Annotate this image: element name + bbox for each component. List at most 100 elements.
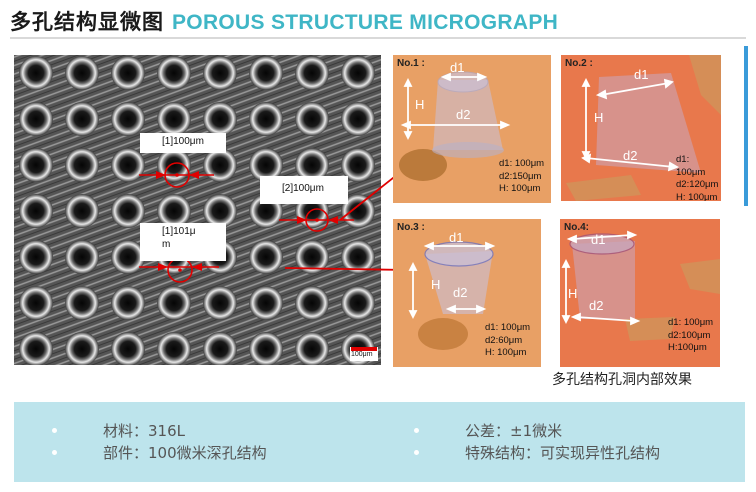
- scalebar-line: [351, 347, 377, 351]
- panel-4-spec-d2: d2:100μm: [668, 329, 711, 341]
- panel-3-d1: d1: [449, 230, 464, 245]
- pore: [19, 240, 53, 274]
- panel-1-specs: d1: 100μm d2:150μm H: 100μm: [499, 158, 544, 196]
- panel-4-specs: d1: 100μm d2:100μm H:100μm: [668, 317, 713, 355]
- spec-part: 部件：100微米深孔结构: [52, 442, 267, 463]
- panels-caption: 多孔结构孔洞内部效果: [552, 372, 692, 388]
- pore: [203, 148, 237, 182]
- panel-3-spec-d1: d1: 100μm: [485, 322, 531, 333]
- measurement-label-2: [2]100μm: [260, 176, 348, 204]
- pore: [65, 194, 99, 228]
- pore: [19, 194, 53, 228]
- panel-3-spec-d2: d2:60μm: [485, 334, 523, 346]
- pore: [341, 102, 375, 136]
- spec-tolerance-text: 公差：±1微米: [465, 422, 563, 440]
- bullet-icon: [414, 450, 419, 455]
- pore: [111, 56, 145, 90]
- panel-3-h: H: [431, 277, 441, 292]
- measurement-markers: [139, 162, 354, 283]
- pore: [157, 286, 191, 320]
- accent-bar: [744, 46, 748, 206]
- pore: [157, 194, 191, 228]
- pore: [203, 194, 237, 228]
- spec-material: 材料：316L: [52, 420, 185, 441]
- pore-panel-2: No.2 : d1 H d2 d1: 100μm d2:120μm H: 100…: [561, 55, 721, 201]
- panel-2-spec-h: H: 100μm: [676, 191, 718, 202]
- spec-part-text: 部件：100微米深孔结构: [103, 444, 267, 462]
- page-header: 多孔结构显微图 POROUS STRUCTURE MICROGRAPH: [10, 6, 558, 34]
- panel-3-specs: d1: 100μm d2:60μm H: 100μm: [485, 322, 530, 360]
- panel-2-spec-d2: d2:120μm: [676, 179, 719, 190]
- pore-panel-1: No.1 : d1 H d2 d1: 100μm d2:150μm H: 100…: [393, 55, 551, 203]
- pore: [203, 286, 237, 320]
- pore: [111, 240, 145, 274]
- pore: [249, 56, 283, 90]
- panel-4-h: H: [568, 286, 578, 301]
- pore: [295, 332, 329, 365]
- scalebar-label: 100μm: [351, 351, 373, 358]
- micrograph-image: [1]100μm [2]100μm [1]101μ m: [14, 55, 381, 365]
- spec-material-text: 材料：316L: [103, 422, 185, 440]
- pore: [295, 240, 329, 274]
- pore: [65, 56, 99, 90]
- pore: [157, 56, 191, 90]
- pore: [295, 56, 329, 90]
- pore: [19, 148, 53, 182]
- pore: [65, 148, 99, 182]
- measurement-label-1: [1]100μm: [140, 133, 226, 153]
- panel-2-number: No.2 :: [565, 58, 593, 69]
- measurement-label-3-line2: m: [162, 238, 171, 250]
- pore: [111, 102, 145, 136]
- specs-footer: [14, 402, 745, 482]
- pore: [249, 286, 283, 320]
- pore: [65, 240, 99, 274]
- panel-1-number: No.1 :: [397, 58, 425, 69]
- pore-panel-4: No.4: d1 H d2 d1: 100μm d2:100μm H:100μm: [560, 219, 720, 367]
- panel-1-spec-d2: d2:150μm: [499, 170, 542, 182]
- panel-1-h: H: [415, 97, 425, 112]
- pore: [111, 332, 145, 365]
- pore: [157, 102, 191, 136]
- pore: [203, 332, 237, 365]
- panel-4-number: No.4:: [564, 222, 589, 233]
- pore: [295, 102, 329, 136]
- pore-panel-3: No.3 : d1 H d2 d1: 100μm d2:60μm H: 100μ…: [393, 219, 541, 367]
- panel-1-d2: d2: [456, 107, 471, 122]
- panel-2-d2: d2: [623, 148, 638, 163]
- panel-2-specs: d1: 100μm d2:120μm H: 100μm: [676, 154, 721, 201]
- panel-3-spec-h: H: 100μm: [485, 347, 527, 358]
- pore: [111, 148, 145, 182]
- spec-tolerance: 公差：±1微米: [414, 420, 562, 441]
- pore: [249, 240, 283, 274]
- pore: [111, 194, 145, 228]
- title-english: POROUS STRUCTURE MICROGRAPH: [172, 11, 559, 34]
- panel-1-spec-h: H: 100μm: [499, 183, 541, 194]
- panel-3-d2: d2: [453, 285, 468, 300]
- pore: [249, 102, 283, 136]
- pore: [19, 102, 53, 136]
- pore: [19, 286, 53, 320]
- pore: [19, 332, 53, 365]
- title-chinese: 多孔结构显微图: [10, 10, 164, 34]
- panel-1-spec-d1: d1: 100μm: [499, 158, 545, 169]
- spec-special: 特殊结构：可实现异性孔结构: [414, 442, 660, 463]
- panel-2-d1: d1: [634, 67, 649, 82]
- measurement-label-3: [1]101μ m: [140, 223, 226, 261]
- pore: [65, 286, 99, 320]
- pore: [249, 148, 283, 182]
- pore: [19, 56, 53, 90]
- bullet-icon: [52, 428, 57, 433]
- pore: [295, 148, 329, 182]
- pore: [341, 56, 375, 90]
- pore: [65, 332, 99, 365]
- pore: [295, 286, 329, 320]
- panel-3-number: No.3 :: [397, 222, 425, 233]
- pore: [341, 240, 375, 274]
- panel-4-spec-d1: d1: 100μm: [668, 317, 714, 328]
- pore: [341, 286, 375, 320]
- pore: [111, 286, 145, 320]
- pore: [157, 332, 191, 365]
- panel-2-spec-d1: d1: 100μm: [676, 154, 706, 178]
- spec-special-text: 特殊结构：可实现异性孔结构: [465, 444, 661, 462]
- panel-4-d1: d1: [591, 232, 606, 247]
